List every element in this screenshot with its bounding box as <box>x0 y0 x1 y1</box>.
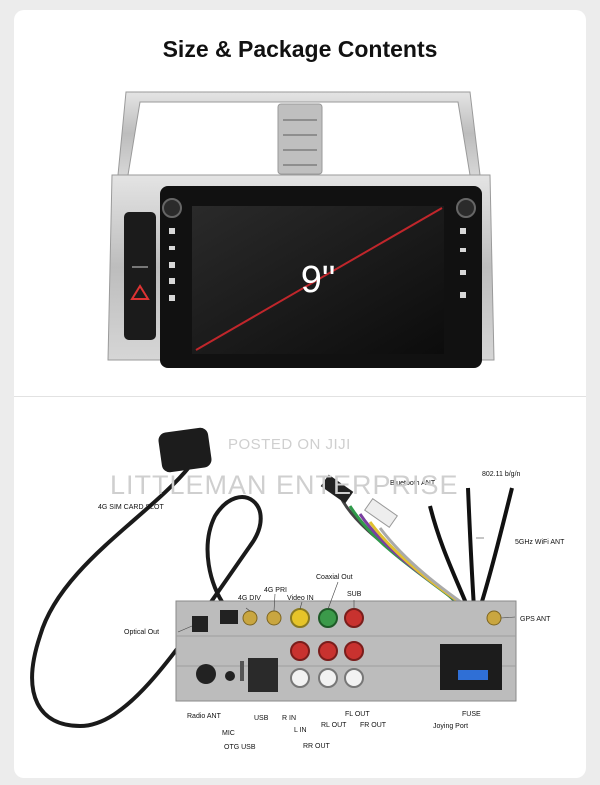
page-title: Size & Package Contents <box>162 36 438 62</box>
rr-out-jack <box>318 668 338 688</box>
section-divider <box>14 396 586 397</box>
music-icon <box>169 278 175 284</box>
label-sim-slot: 4G SIM CARD SLOT <box>98 504 164 511</box>
label-mic: MIC <box>222 730 235 737</box>
label-div-4g: 4G DIV <box>238 595 261 602</box>
watermark-enterprise: LITTLEMAN ENTERPRISE <box>110 470 459 500</box>
label-bluetooth-ant: Bluetooth ANT <box>390 480 436 487</box>
fr-out-jack <box>344 668 364 688</box>
rl-out-jack <box>318 641 338 661</box>
center-vent <box>277 103 323 175</box>
label-otg-usb: OTG USB <box>224 744 256 751</box>
pri-4g-port <box>266 610 282 626</box>
head-unit-illustration: 9" <box>107 91 495 368</box>
main-harness-port <box>440 644 502 690</box>
antenna-cables <box>428 487 514 609</box>
rear-connector-diagram: 4G SIM CARD SLOT Optical Out 4G DIV 4G P… <box>30 427 565 751</box>
sim-cable <box>30 464 263 729</box>
nav-icon <box>169 262 175 268</box>
div-4g-port <box>242 610 258 626</box>
fl-out-jack <box>344 641 364 661</box>
sim-port <box>220 610 238 624</box>
label-radio-ant: Radio ANT <box>187 713 222 720</box>
coaxial-out-jack <box>318 608 338 628</box>
optical-port <box>192 616 208 632</box>
label-usb: USB <box>254 715 269 722</box>
label-rr-out: RR OUT <box>303 743 331 750</box>
video-in-jack <box>290 608 310 628</box>
mic-port <box>225 671 235 681</box>
gps-port <box>486 610 502 626</box>
fuse <box>458 670 488 680</box>
label-fl-out: FL OUT <box>345 711 370 718</box>
otg-port <box>240 661 244 681</box>
label-r-in: R IN <box>282 715 296 722</box>
sub-jack <box>344 608 364 628</box>
phone-icon <box>460 228 466 234</box>
screen-diagonal <box>195 207 443 351</box>
label-rl-out: RL OUT <box>321 722 347 729</box>
sim-card-slot <box>158 427 212 473</box>
tune-knob <box>456 198 476 218</box>
label-wifi-80211: 802.11 b/g/n <box>482 471 521 478</box>
label-pri-4g: 4G PRI <box>264 587 287 594</box>
watermark-posted: POSTED ON JIJI <box>228 436 351 453</box>
label-fr-out: FR OUT <box>360 722 387 729</box>
radio-ant-port <box>196 664 216 684</box>
volume-knob <box>162 198 182 218</box>
hazard-icon <box>130 284 150 300</box>
label-gps-ant: GPS ANT <box>520 616 551 623</box>
label-l-in: L IN <box>294 727 307 734</box>
label-joying-port: Joying Port <box>433 723 468 730</box>
end-call-icon <box>460 248 466 252</box>
label-sub: SUB <box>347 591 362 598</box>
label-optical-out: Optical Out <box>124 629 159 636</box>
l-in-jack <box>290 668 310 688</box>
r-in-jack <box>290 641 310 661</box>
label-coaxial-out: Coaxial Out <box>316 574 353 581</box>
usb-ports <box>248 658 278 692</box>
voice-icon <box>460 292 466 298</box>
screen-size-label: 9" <box>301 259 336 301</box>
gps-icon <box>169 295 175 301</box>
car-icon <box>460 270 466 275</box>
home-icon <box>169 228 175 234</box>
label-video-in: Video IN <box>287 595 314 602</box>
back-icon <box>169 246 175 250</box>
hazard-panel <box>124 212 156 340</box>
label-wifi-5ghz: 5GHz WiFi ANT <box>515 539 565 546</box>
label-fuse: FUSE <box>462 711 481 718</box>
